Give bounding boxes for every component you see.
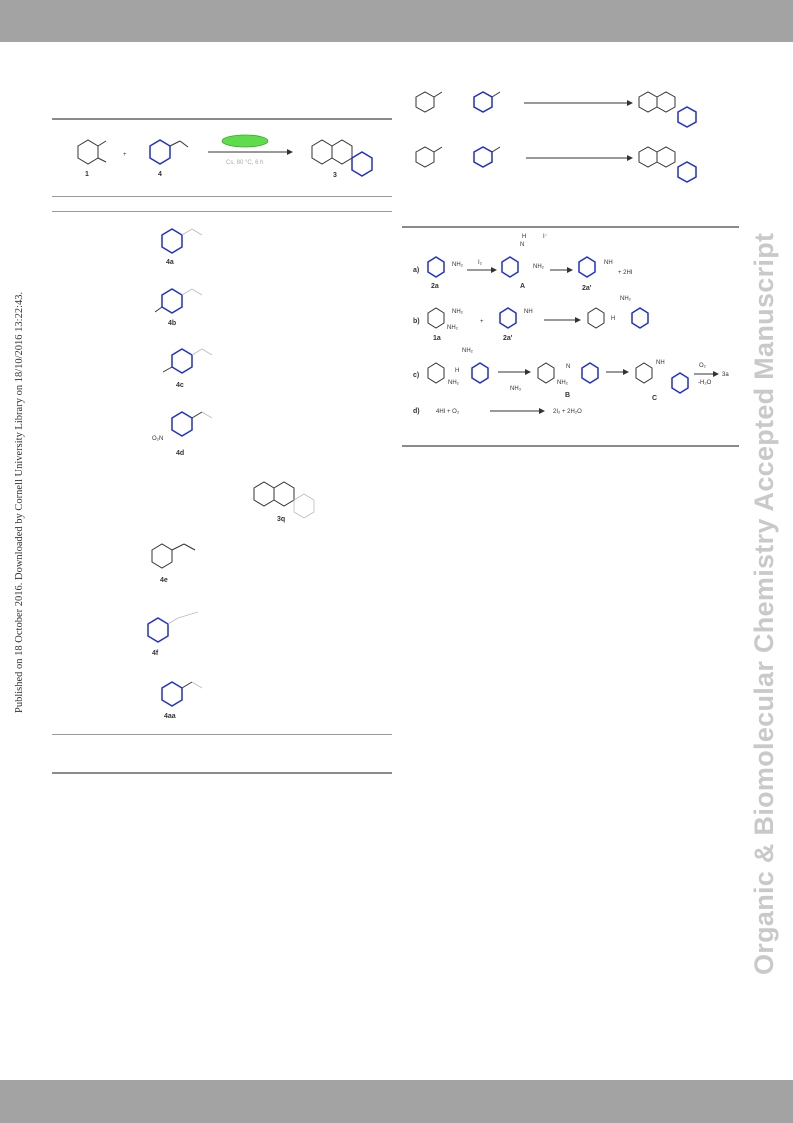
svg-text:NH: NH bbox=[604, 260, 613, 266]
compound-4-label: 4 bbox=[158, 171, 162, 178]
plus-sign: + bbox=[123, 152, 127, 158]
svg-text:I₂: I₂ bbox=[478, 260, 483, 266]
amine-4b: 4b bbox=[154, 288, 203, 327]
amine-4aa-label: 4aa bbox=[164, 713, 176, 720]
product-3q: 3q bbox=[253, 481, 315, 523]
intermediate-b-label: B bbox=[565, 392, 570, 399]
svg-text:NH₂: NH₂ bbox=[557, 380, 569, 386]
imine-2a-prime-b-label: 2a' bbox=[503, 335, 513, 342]
amine-4b-label: 4b bbox=[168, 320, 176, 327]
mechanism-scheme: a) NH₂ 2a I₂ H N I⁻ NH₂ A NH + 2HI 2a' b… bbox=[413, 234, 729, 415]
table-subheader-rule bbox=[52, 211, 392, 212]
svg-text:NH₂: NH₂ bbox=[447, 325, 459, 331]
svg-text:NH₂: NH₂ bbox=[448, 380, 460, 386]
svg-text:2I₂ + 2H₂O: 2I₂ + 2H₂O bbox=[553, 409, 582, 415]
amine-4f: 4f bbox=[147, 611, 199, 657]
svg-text:+ 2HI: + 2HI bbox=[618, 270, 633, 276]
row-b-label: b) bbox=[413, 318, 420, 325]
amine-4a-label: 4a bbox=[166, 259, 174, 266]
svg-text:H: H bbox=[455, 368, 459, 374]
amine-4f-label: 4f bbox=[152, 650, 159, 657]
amine-4c-label: 4c bbox=[176, 382, 184, 389]
svg-text:NH₂: NH₂ bbox=[533, 264, 545, 270]
amine-4e: 4e bbox=[151, 543, 196, 584]
intermediate-a-label: A bbox=[520, 283, 525, 290]
header-bar bbox=[0, 0, 793, 42]
amine-4a: 4a bbox=[161, 228, 203, 266]
intermediate-c-label: C bbox=[652, 395, 657, 402]
svg-text:N: N bbox=[520, 242, 524, 248]
reaction-scheme: 1 + 4 Cs, 80 °C, 6 h 3 bbox=[77, 134, 373, 179]
scheme-bottom-rule bbox=[402, 445, 739, 447]
arrow-conditions: Cs, 80 °C, 6 h bbox=[226, 160, 263, 166]
control-reactions bbox=[415, 91, 697, 183]
amine-4e-label: 4e bbox=[160, 577, 168, 584]
imine-2a-prime-label: 2a' bbox=[582, 285, 592, 292]
table-footer-rule bbox=[52, 772, 392, 774]
scheme-top-rule bbox=[402, 226, 739, 228]
amine-4d: O₂N 4d bbox=[152, 411, 213, 457]
svg-text:NH: NH bbox=[524, 309, 533, 315]
svg-text:H: H bbox=[522, 234, 526, 240]
svg-text:N: N bbox=[566, 364, 570, 370]
nitro-label: O₂N bbox=[152, 436, 163, 442]
product-3q-label: 3q bbox=[277, 516, 285, 523]
amine-4d-label: 4d bbox=[176, 450, 184, 457]
amine-4c: 4c bbox=[162, 348, 213, 389]
svg-text:+: + bbox=[480, 319, 484, 325]
table-top-rule bbox=[52, 118, 392, 120]
compound-1-label: 1 bbox=[85, 171, 89, 178]
table-header-rule bbox=[52, 196, 392, 197]
svg-text:NH₂: NH₂ bbox=[452, 262, 464, 268]
svg-text:NH₂: NH₂ bbox=[452, 309, 464, 315]
svg-text:NH₂: NH₂ bbox=[620, 296, 632, 302]
row-c-label: c) bbox=[413, 372, 419, 379]
svg-text:NH: NH bbox=[656, 360, 665, 366]
amine-4aa: 4aa bbox=[161, 681, 203, 720]
diamine-1a-label: 1a bbox=[433, 335, 441, 342]
row-a-label: a) bbox=[413, 267, 419, 274]
svg-text:NH₃: NH₃ bbox=[510, 386, 522, 392]
svg-text:H: H bbox=[611, 316, 615, 322]
compound-3-label: 3 bbox=[333, 172, 337, 179]
footer-bar bbox=[0, 1080, 793, 1123]
svg-text:3a: 3a bbox=[722, 372, 729, 378]
row-d-label: d) bbox=[413, 408, 420, 415]
svg-text:NH₂: NH₂ bbox=[462, 348, 474, 354]
svg-text:O₂: O₂ bbox=[699, 363, 707, 369]
svg-text:I⁻: I⁻ bbox=[543, 234, 548, 240]
amine-2a-label: 2a bbox=[431, 283, 439, 290]
svg-text:4HI + O₂: 4HI + O₂ bbox=[436, 409, 460, 415]
svg-text:-H₂O: -H₂O bbox=[698, 380, 712, 386]
table-bottom-rule bbox=[52, 734, 392, 735]
reagent-pill bbox=[221, 134, 269, 148]
